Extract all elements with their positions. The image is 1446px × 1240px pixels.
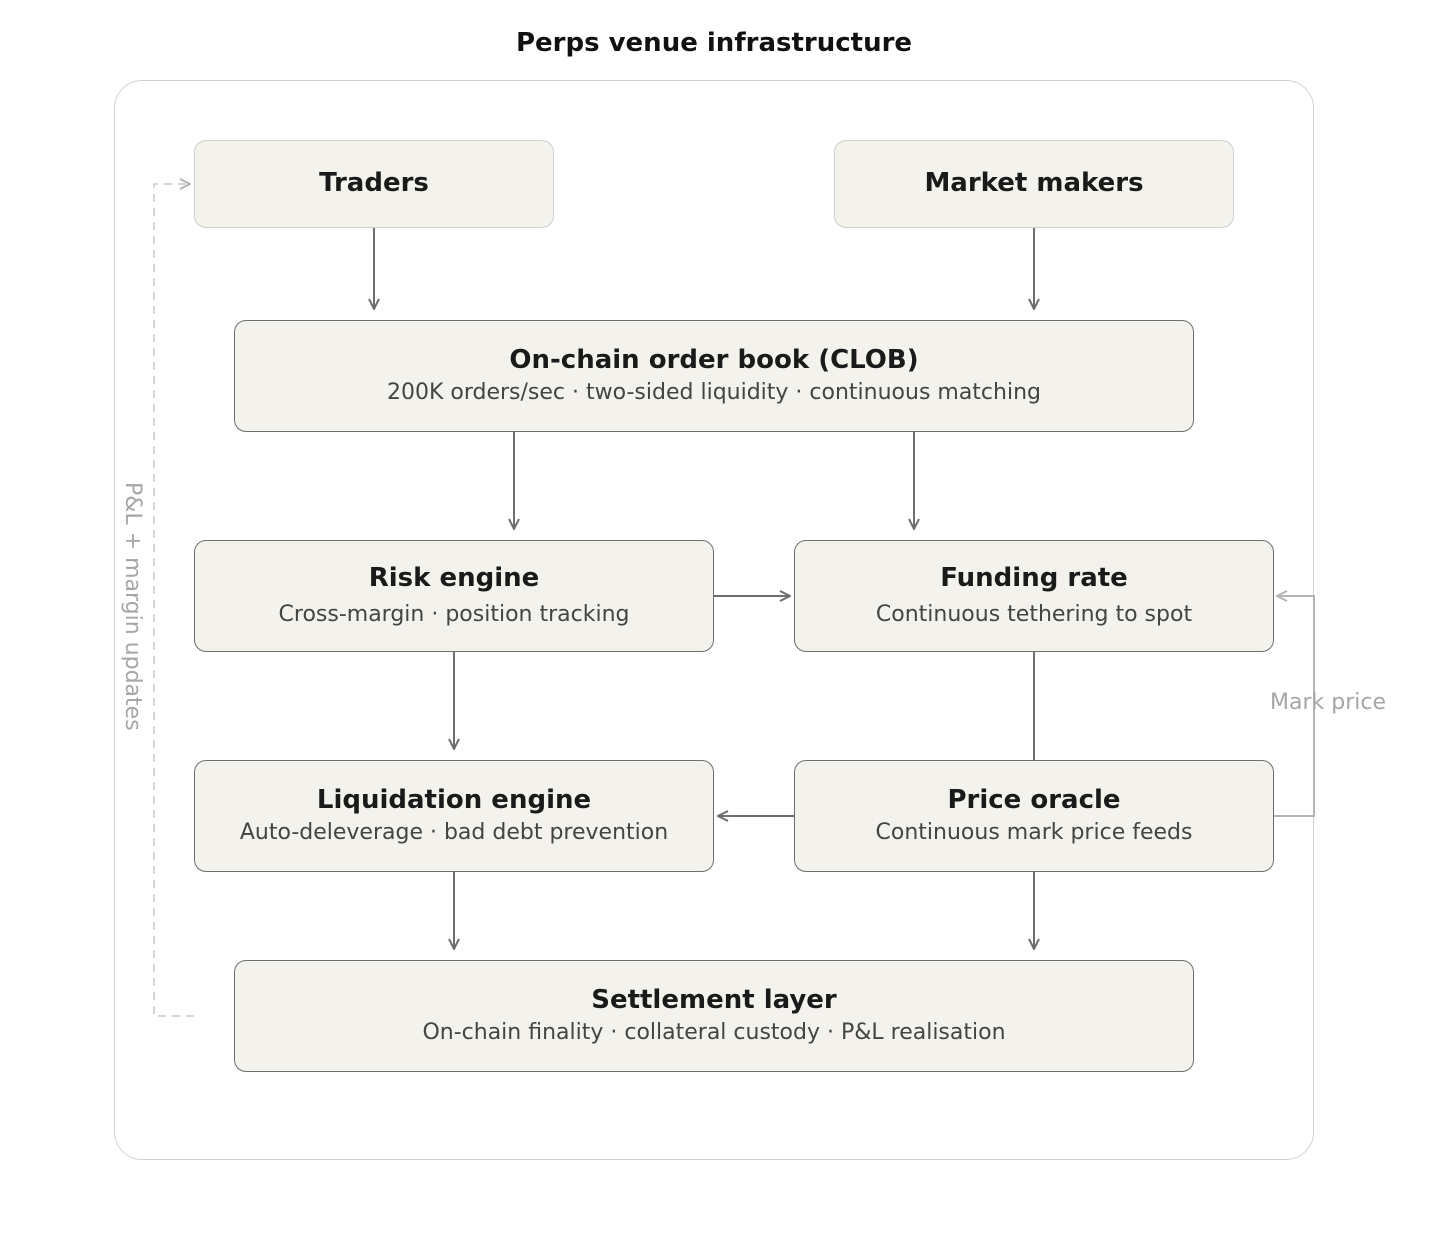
node-liquidation-engine-title: Liquidation engine (316, 785, 592, 816)
node-funding-rate[interactable]: Funding rate Continuous tethering to spo… (794, 540, 1274, 652)
node-liquidation-engine[interactable]: Liquidation engine Auto-deleverage · bad… (194, 760, 714, 872)
node-market-makers[interactable]: Market makers (834, 140, 1234, 228)
node-risk-engine[interactable]: Risk engine Cross-margin · position trac… (194, 540, 714, 652)
node-funding-rate-title: Funding rate (940, 563, 1128, 594)
node-risk-engine-subtitle: Cross-margin · position tracking (278, 602, 630, 628)
node-order-book-subtitle: 200K orders/sec · two-sided liquidity · … (386, 380, 1041, 406)
node-price-oracle[interactable]: Price oracle Continuous mark price feeds (794, 760, 1274, 872)
edge-label-pnl-margin: P&L + margin updates (120, 482, 145, 731)
node-settlement-layer-title: Settlement layer (591, 985, 837, 1016)
node-settlement-layer[interactable]: Settlement layer On-chain finality · col… (234, 960, 1194, 1072)
diagram-title: Perps venue infrastructure (515, 28, 913, 58)
edge-markprice-loop (1274, 596, 1315, 817)
node-liquidation-engine-subtitle: Auto-deleverage · bad debt prevention (239, 820, 669, 846)
node-order-book[interactable]: On-chain order book (CLOB) 200K orders/s… (234, 320, 1194, 432)
node-market-makers-title: Market makers (924, 168, 1144, 199)
node-risk-engine-title: Risk engine (368, 563, 540, 594)
node-traders-title: Traders (319, 168, 429, 199)
node-funding-rate-subtitle: Continuous tethering to spot (875, 602, 1193, 628)
node-order-book-title: On-chain order book (CLOB) (509, 345, 919, 376)
edge-pnl-loop (153, 184, 194, 1017)
node-traders[interactable]: Traders (194, 140, 554, 228)
edge-label-mark-price: Mark price (1270, 690, 1386, 715)
node-settlement-layer-subtitle: On-chain finality · collateral custody ·… (422, 1020, 1006, 1046)
node-price-oracle-subtitle: Continuous mark price feeds (875, 820, 1193, 846)
node-price-oracle-title: Price oracle (947, 785, 1121, 816)
